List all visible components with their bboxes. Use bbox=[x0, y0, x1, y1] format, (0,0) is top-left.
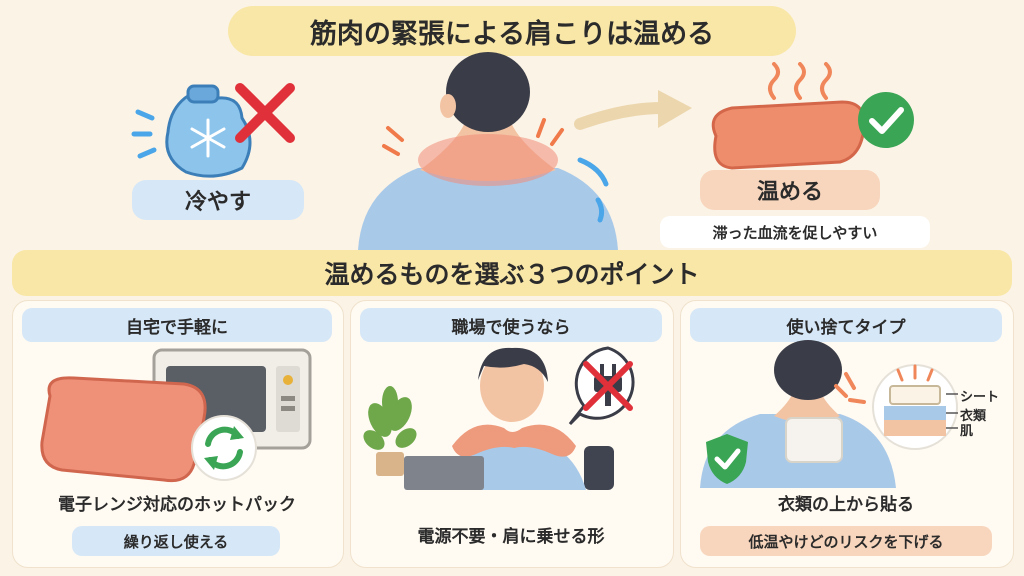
point-header-home: 自宅で手軽に bbox=[22, 308, 332, 342]
person-patch-icon bbox=[700, 340, 896, 488]
point-caption-disposable: 衣類の上から貼る bbox=[778, 495, 914, 515]
point-caption-home: 電子レンジ対応のホットパック bbox=[58, 495, 296, 515]
snowflake-icon bbox=[190, 118, 226, 158]
point-note-home: 繰り返し使える bbox=[72, 526, 280, 556]
point-caption-office: 電源不要・肩に乗せる形 bbox=[417, 527, 605, 547]
steam-icon bbox=[768, 62, 832, 100]
point-header-office: 職場で使うなら bbox=[360, 308, 662, 342]
hot-pack-icon bbox=[40, 376, 207, 483]
shield-check-icon bbox=[706, 434, 748, 484]
reuse-icon bbox=[191, 415, 257, 481]
person-back-shoulder-icon bbox=[358, 52, 618, 250]
check-icon bbox=[858, 92, 914, 148]
warm-sublabel: 滞った血流を促しやすい bbox=[660, 216, 930, 248]
layer-label-skin: 肌 bbox=[960, 424, 974, 439]
cold-label: 冷やす bbox=[132, 180, 304, 220]
arrow-right-icon bbox=[574, 90, 692, 130]
plant-icon bbox=[363, 386, 417, 476]
layer-label-sheet: シート bbox=[960, 390, 1000, 405]
point-note-disposable: 低温やけどのリスクを下げる bbox=[700, 526, 992, 556]
point-header-disposable: 使い捨てタイプ bbox=[690, 308, 1002, 342]
heat-pad-icon bbox=[711, 100, 866, 170]
warm-label: 温める bbox=[700, 170, 880, 210]
layer-diagram-icon bbox=[872, 364, 958, 450]
layer-label-clothes: 衣類 bbox=[960, 409, 987, 424]
no-plug-icon bbox=[568, 346, 635, 426]
person-laptop-icon bbox=[404, 347, 614, 490]
cross-icon bbox=[235, 83, 295, 143]
page-title: 筋肉の緊張による肩こりは温める bbox=[228, 6, 796, 56]
section-title: 温めるものを選ぶ３つのポイント bbox=[12, 250, 1012, 296]
